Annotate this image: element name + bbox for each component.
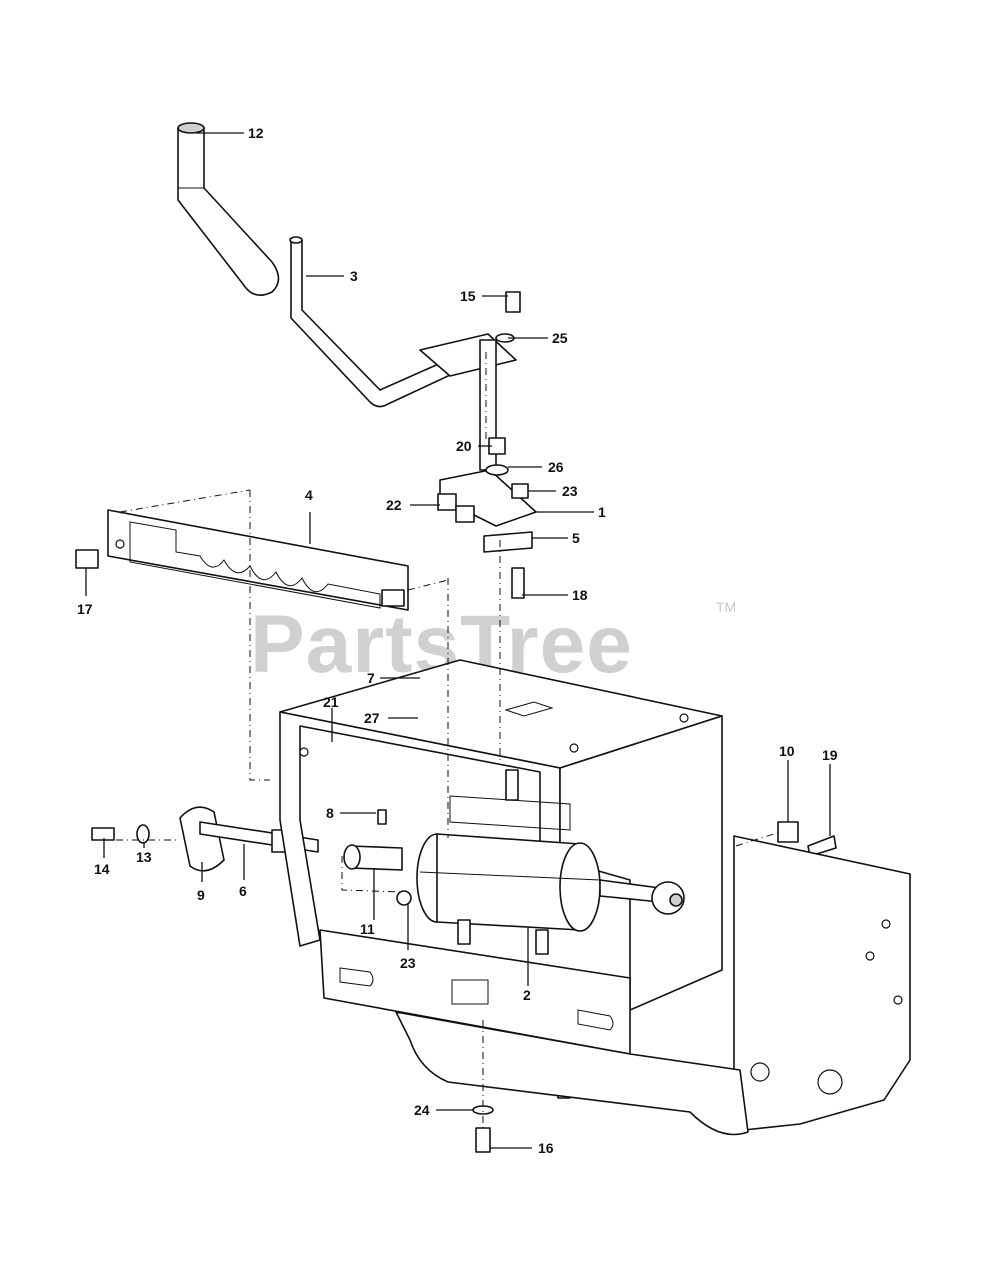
grease-fitting-8 — [377, 809, 387, 825]
callouts: 12 3 15 25 20 26 23 22 1 5 18 4 17 7 27 … — [77, 125, 838, 1156]
watermark-trademark: TM — [716, 599, 736, 615]
washer-26 — [485, 464, 509, 476]
bolt-17 — [75, 549, 99, 569]
transmission — [416, 769, 685, 955]
callout-10: 10 — [779, 743, 795, 759]
callout-26: 26 — [548, 459, 564, 475]
callout-24: 24 — [414, 1102, 430, 1118]
main-frame — [279, 659, 911, 1136]
callout-6: 6 — [239, 883, 247, 899]
callout-12: 12 — [248, 125, 264, 141]
callout-7: 7 — [367, 670, 375, 686]
callout-11: 11 — [360, 921, 375, 937]
callout-13: 13 — [136, 849, 152, 865]
callout-17: 17 — [77, 601, 93, 617]
callout-23-upper: 23 — [562, 483, 578, 499]
callout-8: 8 — [326, 805, 334, 821]
handle-grip — [177, 122, 280, 296]
nut-23-lower — [396, 890, 412, 906]
callout-19: 19 — [822, 747, 838, 763]
callout-15: 15 — [460, 288, 476, 304]
callout-1: 1 — [598, 504, 606, 520]
callout-16: 16 — [538, 1140, 554, 1156]
callout-23-lower: 23 — [400, 955, 416, 971]
bolt-16 — [475, 1127, 491, 1153]
bolt-14 — [91, 827, 115, 841]
callout-20: 20 — [456, 438, 472, 454]
nut-22b — [455, 505, 475, 523]
washer-24 — [472, 1105, 494, 1115]
guide-lines — [116, 352, 781, 1128]
cam-plate-9 — [179, 806, 225, 872]
callout-5: 5 — [572, 530, 580, 546]
callout-4: 4 — [305, 487, 313, 503]
bolt-15 — [505, 291, 521, 313]
callout-2: 2 — [523, 987, 531, 1003]
nut-23-top — [511, 483, 529, 499]
bolt-18 — [511, 567, 525, 599]
callout-9: 9 — [197, 887, 205, 903]
detent-plate — [107, 509, 409, 611]
clip-10 — [777, 821, 799, 843]
nut-22a — [437, 493, 457, 511]
callout-27: 27 — [364, 710, 380, 726]
callout-14: 14 — [94, 861, 110, 877]
lever-arm — [289, 236, 479, 408]
leader-lines — [85, 132, 831, 1149]
washer-13 — [136, 824, 150, 844]
callout-3: 3 — [350, 268, 358, 284]
callout-21: 21 — [323, 694, 339, 710]
callout-18: 18 — [572, 587, 588, 603]
callout-25: 25 — [552, 330, 568, 346]
callout-22: 22 — [386, 497, 402, 513]
